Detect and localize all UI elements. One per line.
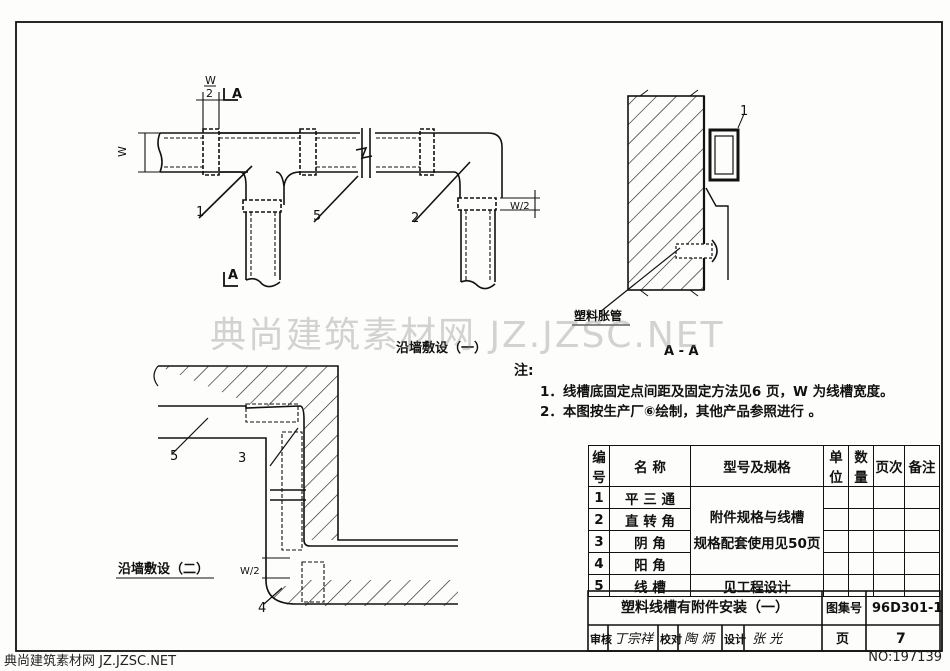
note-line-2: 2．本图按生产厂⑥绘制，其他产品参照进行 。 [540,404,823,420]
row-spec: 见工程设计 [690,574,824,597]
table-header-row: 编号 名 称 型号及规格 单位 数量 页次 备注 [588,445,940,487]
footer-left: 典尚建筑素材网 JZ.JZSC.NET [4,654,177,669]
expansion-tube-label: 塑料胀管 [574,308,622,323]
review-label: 审核 [590,632,612,646]
spec-line-2: 规格配套使用见50页 [693,535,821,552]
check-label: 校对 [660,632,682,646]
header-spec: 型号及规格 [690,445,824,487]
layout-2-drawing [153,365,458,606]
callout-4: 4 [258,601,266,616]
row-name: 平 三 通 [609,486,691,509]
page-label: 页 [836,632,849,647]
callout-5: 5 [313,209,321,224]
header-name: 名 称 [609,445,691,487]
parts-table: 编号 名 称 型号及规格 单位 数量 页次 备注 1 平 三 通 附件规格与线槽… [588,445,940,597]
table-row: 2 直 转 角 [588,508,940,531]
design-signature: 张 光 [752,632,783,647]
row-name: 阳 角 [609,552,691,575]
drawing-title: 塑料线槽有附件安装（一） [621,600,789,616]
callout-2: 2 [411,211,419,226]
w-half-num: W [205,74,216,87]
section-callout-1: 1 [740,104,748,119]
footer-right: NO:197139 [868,650,942,665]
atlas-number: 96D301-1 [872,601,942,616]
notes-title: 注: [514,363,534,379]
section-aa-drawing [599,89,745,313]
row-no: 2 [588,508,610,531]
callout-3: 3 [238,451,246,466]
callout-1: 1 [196,205,204,220]
header-remark: 备注 [904,445,940,487]
row-no: 3 [588,530,610,553]
section-mark-top: A [232,87,242,102]
section-mark-bottom: A [228,268,238,283]
half-width-dimension: W/2 [510,201,530,212]
layout-1-title: 沿墙敷设（一） [396,340,487,356]
atlas-label: 图集号 [826,600,862,615]
header-page: 页次 [873,445,905,487]
sheet-border [15,21,943,652]
design-label: 设计 [724,632,746,646]
row-no: 4 [588,552,610,575]
width-dimension: W [116,146,129,157]
note-line-1: 1．线槽底固定点间距及固定方法见6 页，W 为线槽宽度。 [540,384,894,400]
callout-5b: 5 [170,449,178,464]
page-number: 7 [896,631,906,647]
row-no: 1 [588,486,610,509]
section-title: A - A [664,344,699,359]
half-width-dimension-2: W/2 [240,566,260,577]
table-row: 5 线 槽 见工程设计 [588,574,940,597]
check-signature: 陶 炳 [684,632,716,647]
header-qty: 数量 [848,445,874,487]
review-signature: 丁宗祥 [614,631,655,647]
w-half-den: 2 [206,87,213,100]
header-unit: 单位 [823,445,849,487]
table-row: 1 平 三 通 附件规格与线槽 规格配套使用见50页 [588,486,940,575]
layout-2-title: 沿墙敷设（二） [118,561,209,577]
layout-1-drawing [138,88,540,290]
header-no: 编号 [588,445,610,487]
row-name: 直 转 角 [609,508,691,531]
spec-line-1: 附件规格与线槽 [709,509,805,526]
row-spec-merged: 附件规格与线槽 规格配套使用见50页 [690,486,824,575]
row-name: 阴 角 [609,530,691,553]
